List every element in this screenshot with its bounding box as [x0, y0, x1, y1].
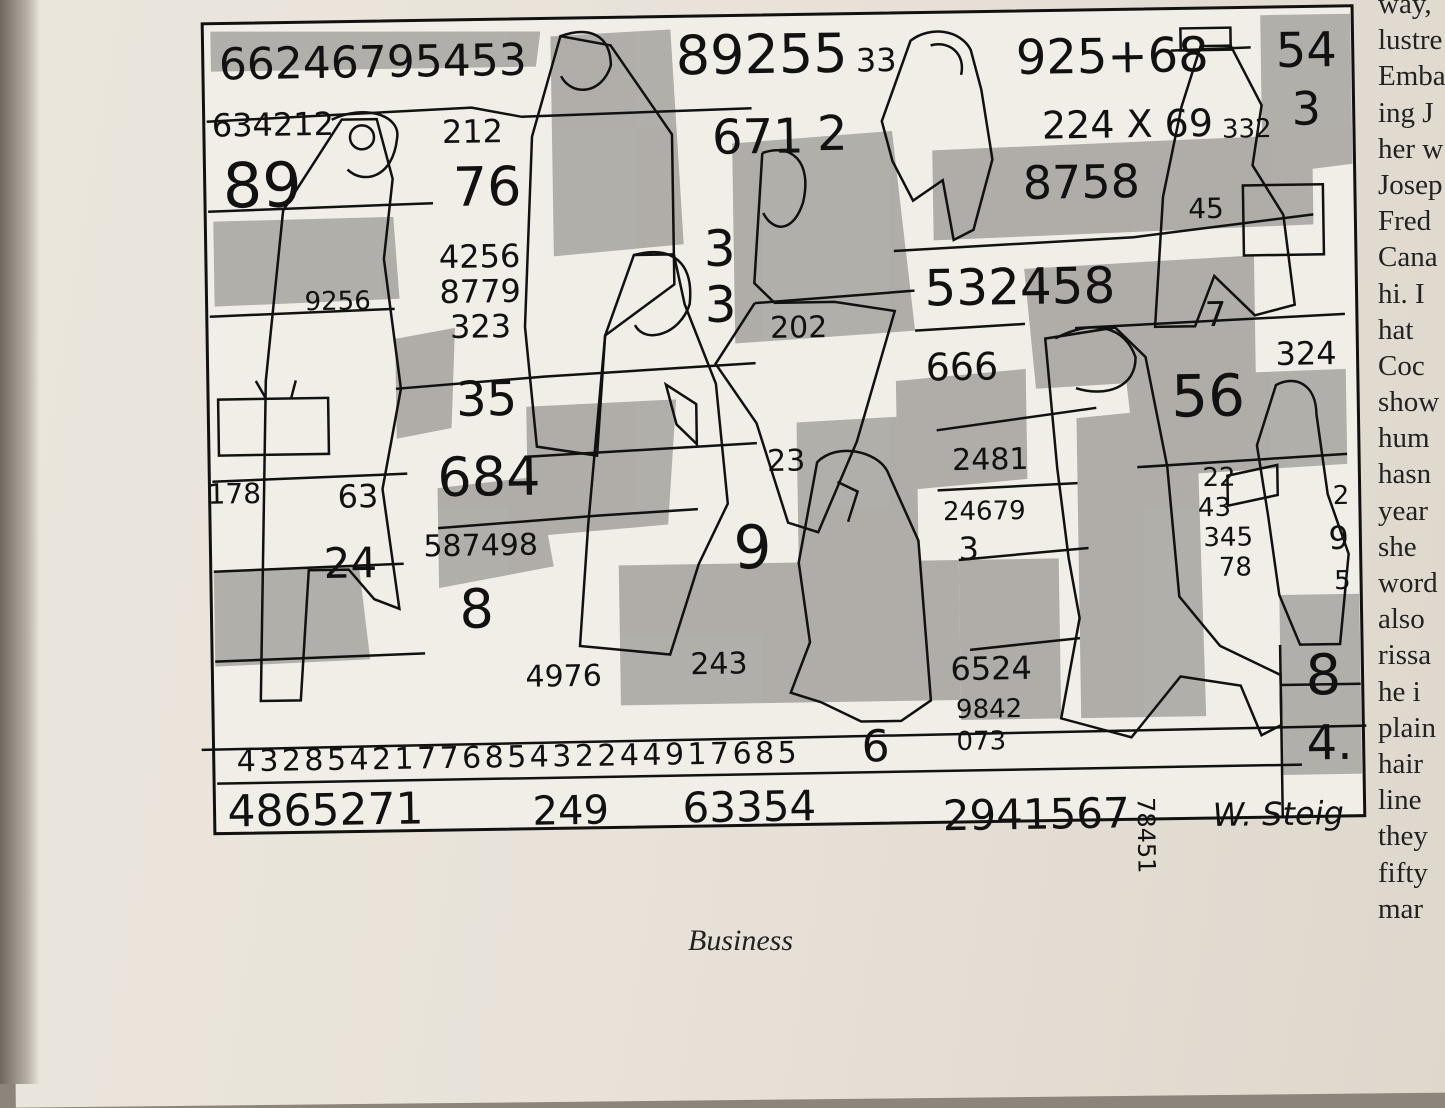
number-label: 9 [1328, 519, 1349, 557]
column-line: hasn [1378, 458, 1432, 491]
cartoon-caption: Business [688, 924, 793, 957]
column-line: word [1378, 567, 1438, 599]
number-label: 8779 [439, 272, 521, 311]
column-line: line [1378, 784, 1422, 817]
number-label: 249 [532, 788, 609, 835]
number-label: 587498 [423, 528, 538, 565]
business-people [216, 26, 1350, 739]
number-label: 6524 [950, 649, 1032, 688]
number-label: 7 [1205, 295, 1227, 335]
number-label: 56 [1171, 361, 1246, 430]
number-label: 8 [1305, 643, 1342, 709]
number-label: 2 [1333, 481, 1350, 511]
column-line: mar [1378, 892, 1424, 925]
column-line: Cana [1378, 241, 1438, 274]
column-line: plain [1378, 711, 1436, 744]
number-label: 332 [1222, 114, 1272, 145]
number-label: 9842 [956, 694, 1023, 725]
number-label: 212 [442, 112, 504, 151]
number-label: 073 [956, 726, 1006, 757]
number-label: 63354 [682, 781, 816, 832]
number-label: 4. [1306, 715, 1353, 772]
number-label: 2481 [952, 442, 1029, 478]
number-label: 243 [690, 646, 748, 682]
number-label: 22 [1202, 463, 1236, 494]
number-label: 532458 [924, 257, 1116, 318]
number-label: 4976 [525, 659, 602, 695]
column-line: way, [1378, 0, 1432, 20]
number-label: 66246795453 [218, 35, 527, 91]
gray-wash [210, 13, 1363, 775]
number-label: 76 [452, 155, 522, 219]
number-label: 202 [770, 310, 828, 346]
column-line: show [1378, 386, 1440, 419]
column-line: Coc [1378, 349, 1425, 382]
number-label: 23 [767, 443, 806, 479]
number-label: 324 [1275, 334, 1337, 373]
number-label: 24 [323, 538, 377, 588]
column-line: she [1378, 530, 1417, 563]
number-label: 3 [1291, 81, 1321, 135]
number-label: 54 [1275, 22, 1337, 79]
number-label: 3 [704, 275, 737, 333]
number-label: 4256 [439, 237, 521, 276]
number-label: 634212 [211, 105, 334, 145]
cartoon-illustration: 66246795453 634212 89 212 76 89255 671 2… [190, 0, 1384, 896]
column-line: Josep [1378, 168, 1443, 201]
column-line: he i [1378, 675, 1421, 708]
column-line: hum [1378, 422, 1430, 455]
column-line: they [1378, 820, 1428, 853]
page-edge-shadow [0, 0, 40, 1084]
number-label: 2941567 [942, 788, 1130, 840]
number-label: 224 X 69 [1042, 101, 1214, 148]
column-line: fifty [1378, 856, 1428, 889]
number-label: 33 [856, 41, 897, 80]
column-line: Fred [1378, 205, 1432, 238]
number-label: 8 [459, 577, 494, 641]
number-label: 178 [207, 477, 261, 511]
number-label: 78 [1219, 552, 1253, 583]
number-label: 2 [817, 106, 848, 162]
adjacent-column-text: way, lustre Emba ing J her w Josep Fred … [1378, 0, 1445, 927]
column-line: year [1378, 494, 1428, 527]
column-line: hat [1378, 313, 1414, 346]
number-label: 345 [1203, 522, 1253, 553]
number-label: 925+68 [1015, 27, 1209, 86]
column-line: lustre [1378, 24, 1443, 57]
artist-signature: W. Steig [1212, 794, 1344, 834]
number-label: 6 [861, 721, 890, 772]
column-line: also [1378, 603, 1425, 636]
number-label: 3 [703, 219, 736, 277]
number-label: 671 [712, 108, 804, 165]
number-label: 3 [958, 530, 979, 568]
number-label: 89255 [675, 22, 848, 88]
number-label: 24679 [943, 496, 1026, 527]
column-line: ing J [1378, 96, 1434, 129]
column-line: hi. I [1378, 277, 1425, 310]
number-label: 8758 [1022, 154, 1140, 210]
column-line: Emba [1378, 60, 1445, 93]
number-label: 45 [1188, 192, 1224, 226]
number-label: 89 [222, 148, 302, 222]
number-label: 63 [337, 477, 378, 516]
number-label: 5 [1334, 566, 1351, 596]
number-label: 666 [925, 344, 998, 389]
column-line: hair [1378, 747, 1424, 780]
number-label: 43 [1198, 493, 1232, 524]
number-label: 9256 [304, 286, 371, 317]
number-label: 78451 [1131, 797, 1160, 874]
column-line: her w [1378, 132, 1444, 165]
number-label: 9 [733, 513, 772, 584]
number-label: 4865271 [227, 783, 424, 837]
scribbled-numbers: 66246795453 634212 89 212 76 89255 671 2… [207, 22, 1353, 874]
number-label: 35 [456, 371, 518, 428]
column-line: rissa [1378, 639, 1432, 672]
background-lines [201, 106, 1367, 817]
number-label: 323 [450, 307, 512, 346]
number-label: 684 [437, 445, 541, 510]
